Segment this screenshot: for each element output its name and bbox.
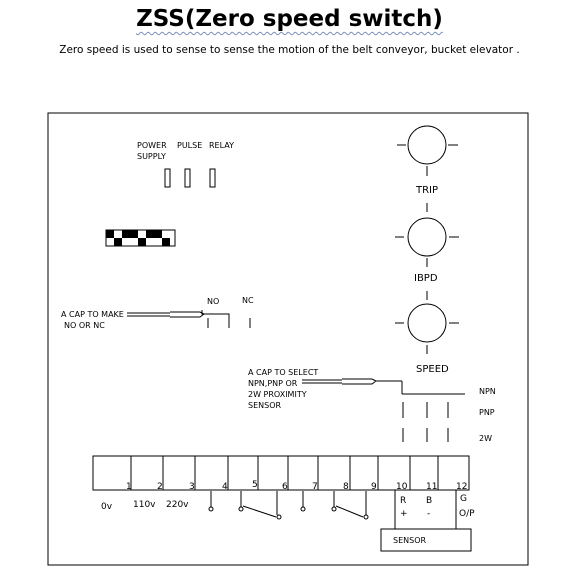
relay-jumper-label-line1: A CAP TO MAKE <box>61 310 124 319</box>
relay-contact-8-9 <box>331 491 369 520</box>
page-title-text: ZSS(Zero speed switch) <box>136 6 443 32</box>
terminal-dividers <box>130 456 439 490</box>
terminal-number-12: 12 <box>456 482 467 492</box>
speed-knob[interactable] <box>395 303 459 354</box>
terminal-12-bottom-label: O/P <box>459 509 475 519</box>
terminal-number-4: 4 <box>222 482 228 492</box>
pnp-label: PNP <box>479 408 495 417</box>
power-label-line2: SUPPLY <box>137 152 166 161</box>
terminal-11-top-label: B <box>426 496 432 506</box>
terminal-10-bottom-label: + <box>400 509 408 519</box>
page-title: ZSS(Zero speed switch) <box>0 6 579 32</box>
power-led <box>164 168 171 188</box>
terminal-number-5: 5 <box>252 480 258 490</box>
terminal-11-bottom-label: - <box>427 509 430 519</box>
power-label-line1: POWER <box>137 141 167 150</box>
pulse-label: PULSE <box>177 141 202 150</box>
sensor-jumper-cap[interactable] <box>302 378 465 395</box>
panel-outline <box>47 112 529 566</box>
relay-label: RELAY <box>209 141 234 150</box>
terminal-10-top-label: R <box>400 496 406 506</box>
sensor-box-label: SENSOR <box>393 536 426 545</box>
terminal-number-2: 2 <box>157 482 163 492</box>
terminal-number-9: 9 <box>371 482 377 492</box>
terminal-number-3: 3 <box>189 482 195 492</box>
relay-contact-5-6 <box>238 491 282 520</box>
trip-label: TRIP <box>415 185 438 196</box>
supply-220v-label: 220v <box>166 500 189 510</box>
npn-label: NPN <box>479 387 496 396</box>
speed-label: SPEED <box>416 364 449 375</box>
supply-0v-label: 0v <box>101 502 113 512</box>
sensor-jumper-label-line4: SENSOR <box>248 401 281 410</box>
relay-jumper-cap[interactable] <box>127 310 230 318</box>
relay-jumper-label-line2: NO OR NC <box>64 321 105 330</box>
terminal-number-8: 8 <box>343 482 349 492</box>
terminal-block <box>92 455 470 491</box>
terminal-number-7: 7 <box>312 482 318 492</box>
dip-switch[interactable] <box>105 229 176 247</box>
ibpd-label: IBPD <box>414 273 438 284</box>
pulse-led <box>184 168 191 188</box>
terminal-number-10: 10 <box>396 482 408 492</box>
sensor-box <box>380 528 472 552</box>
sensor-jumper-label-line1: A CAP TO SELECT <box>248 368 318 377</box>
relay-no-label: NO <box>207 297 219 306</box>
relay-contact-4 <box>208 491 214 512</box>
terminal-number-6: 6 <box>282 482 288 492</box>
two-wire-label: 2W <box>479 434 492 443</box>
terminal-number-11: 11 <box>426 482 437 492</box>
terminal-number-1: 1 <box>126 482 132 492</box>
sensor-select-pins <box>402 402 449 442</box>
sensor-jumper-label-line3: 2W PROXIMITY <box>248 390 307 399</box>
ibpd-knob[interactable] <box>395 217 459 267</box>
relay-nc-label: NC <box>242 296 254 305</box>
supply-110v-label: 110v <box>133 500 156 510</box>
relay-led <box>209 168 216 188</box>
sensor-jumper-label-line2: NPN,PNP OR <box>248 379 298 388</box>
terminal-12-top-label: G <box>460 494 467 504</box>
trip-knob[interactable] <box>397 125 458 176</box>
relay-contact-7 <box>300 491 306 512</box>
page-subtitle: Zero speed is used to sense to sense the… <box>59 44 520 56</box>
